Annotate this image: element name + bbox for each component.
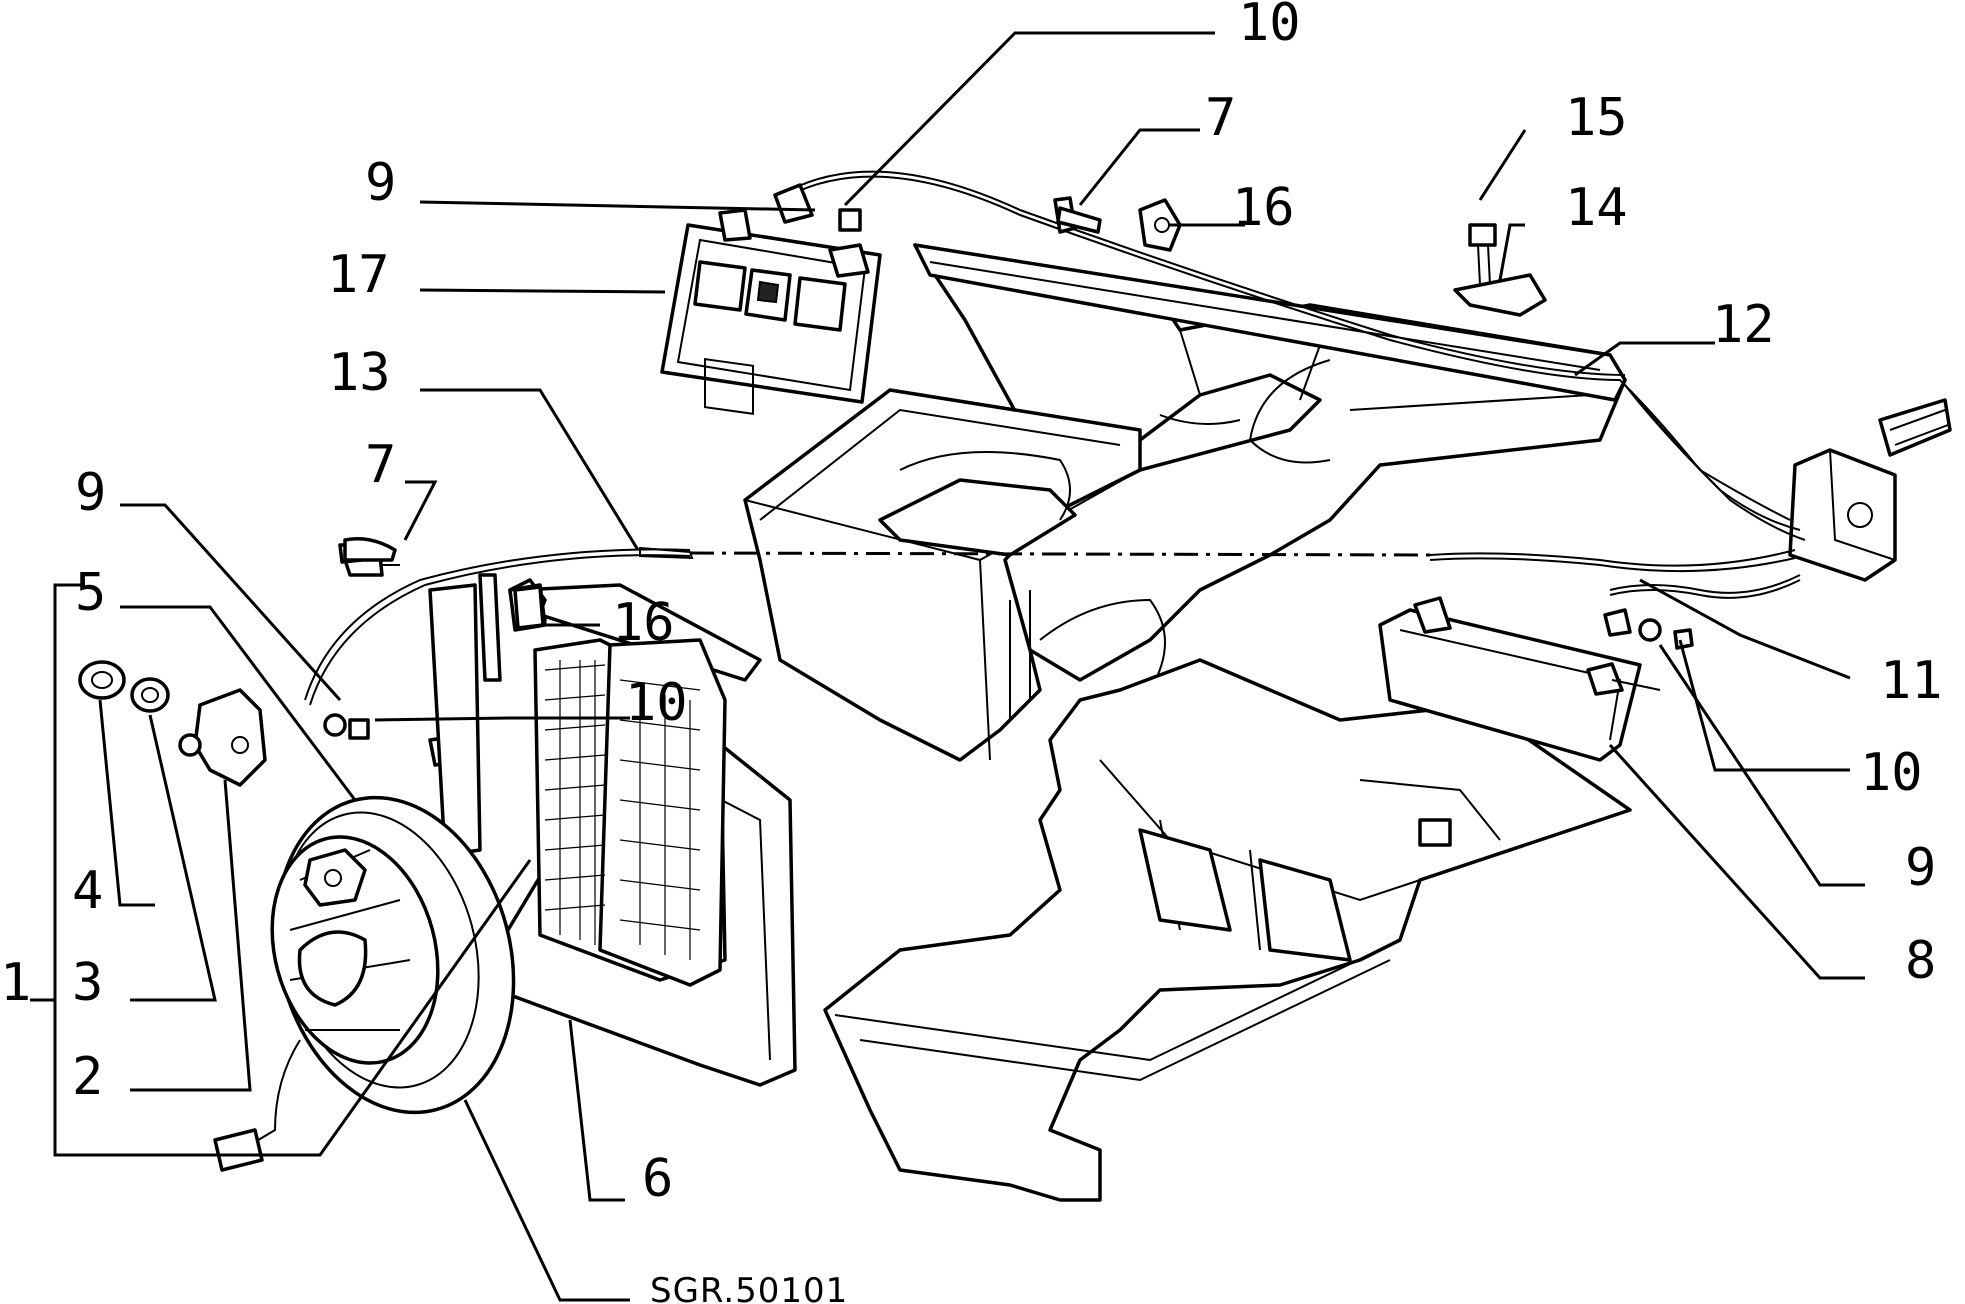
control-module [1788,398,1952,582]
label-6: 6 [642,1149,673,1209]
label-10-mid: 10 [625,673,688,733]
label-5: 5 [75,563,106,623]
label-2: 2 [72,1047,103,1107]
control-panel [660,208,882,415]
heater-core [428,573,797,1087]
label-14: 14 [1565,178,1628,238]
top-duct-strip [913,243,1627,402]
label-11: 11 [1880,651,1943,711]
blower-housing [743,388,1166,762]
blower-fan [213,795,516,1172]
leader-lines [30,31,1865,1302]
label-16-mid: 16 [612,593,675,653]
label-9-top: 9 [365,153,396,213]
label-10-top: 10 [1238,0,1301,53]
label-17: 17 [327,245,390,305]
label-9-left: 9 [75,463,106,523]
label-12: 12 [1712,295,1775,355]
label-8: 8 [1905,931,1936,991]
label-10-right: 10 [1860,743,1923,803]
label-7-top: 7 [1205,88,1236,148]
label-15: 15 [1565,88,1628,148]
label-3: 3 [72,953,103,1013]
control-cables [304,170,1806,706]
side-panel [1378,596,1661,762]
label-9-right: 9 [1905,838,1936,898]
reference-code: SGR.50101 [650,1271,848,1304]
label-1: 1 [0,953,31,1013]
lower-duct-housing [823,658,1632,1202]
fasteners [338,183,1694,650]
label-4: 4 [72,861,103,921]
label-7-left: 7 [365,435,396,495]
label-13: 13 [328,343,391,403]
label-16-top: 16 [1232,178,1295,238]
